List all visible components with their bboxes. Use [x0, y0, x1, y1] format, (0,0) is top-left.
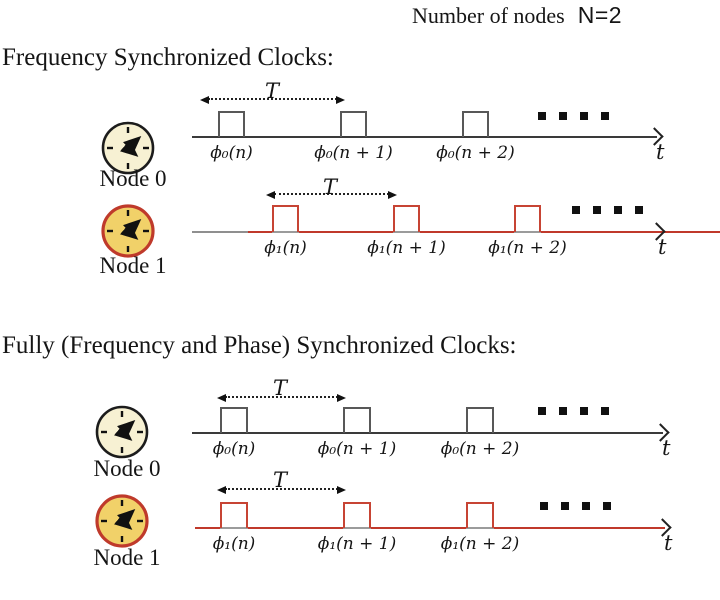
time-axis-line: [192, 432, 663, 434]
clock-icon: [99, 202, 157, 260]
clock-pulse: [340, 111, 367, 137]
continuation-dot: [572, 206, 580, 214]
clock-pulse: [514, 205, 541, 232]
arrowhead-left-icon: [200, 96, 209, 104]
pulse-label: ϕ₀(n): [210, 143, 253, 163]
pulse-label: ϕ₀(n): [212, 439, 256, 459]
continuation-dot: [635, 206, 643, 214]
time-axis-label: t: [664, 531, 673, 555]
clock-pulse: [272, 205, 299, 232]
pulse-base-segment: [343, 527, 371, 529]
pulse-label: ϕ₁(n + 2): [488, 238, 567, 258]
pulse-label: ϕ₁(n): [212, 534, 256, 554]
continuation-dot: [561, 502, 569, 510]
period-arrow-line: [208, 98, 337, 100]
clock-pulse: [393, 205, 420, 232]
node-label: Node 0: [93, 456, 161, 481]
arrowhead-left-icon: [217, 394, 226, 402]
time-axis-line: [192, 136, 657, 138]
axis-lead-segment: [192, 231, 248, 233]
clock-pulse: [220, 502, 248, 528]
continuation-dot: [559, 112, 567, 120]
continuation-dot: [580, 112, 588, 120]
clock-pulse: [466, 502, 494, 528]
pulse-label: ϕ₁(n + 1): [317, 534, 397, 554]
node-count-value: N=2: [577, 2, 623, 28]
node-label: Node 0: [99, 166, 167, 191]
continuation-dot: [601, 407, 609, 415]
period-arrow: [217, 393, 346, 403]
continuation-dot: [580, 407, 588, 415]
clock-icon: [93, 492, 151, 550]
period-label: T: [322, 175, 337, 199]
time-axis-line: [248, 231, 720, 233]
pulse-label: ϕ₁(n + 1): [367, 238, 446, 258]
page-title: Number of nodes N=2: [412, 2, 622, 29]
period-label: T: [264, 79, 279, 103]
continuation-dot: [538, 112, 546, 120]
period-label: T: [272, 376, 287, 400]
clock-pulse: [220, 407, 248, 433]
continuation-dot: [582, 502, 590, 510]
period-label: T: [272, 468, 287, 492]
section-heading-frequency: Frequency Synchronized Clocks:: [2, 44, 334, 71]
continuation-dot: [559, 407, 567, 415]
pulse-label: ϕ₀(n + 1): [317, 439, 397, 459]
clock-pulse: [462, 111, 489, 137]
pulse-label: ϕ₀(n + 2): [440, 439, 520, 459]
arrowhead-right-icon: [336, 96, 345, 104]
node-label: Node 1: [99, 253, 167, 278]
arrowhead-left-icon: [266, 191, 275, 199]
period-arrow: [266, 190, 397, 200]
pulse-label: ϕ₁(n): [264, 238, 307, 258]
clock-pulse: [218, 111, 245, 137]
period-arrow: [217, 485, 346, 495]
pulse-label: ϕ₀(n + 2): [436, 143, 515, 163]
arrowhead-left-icon: [217, 486, 226, 494]
arrowhead-right-icon: [337, 486, 346, 494]
continuation-dot: [538, 407, 546, 415]
clock-pulse: [343, 502, 371, 528]
arrowhead-right-icon: [388, 191, 397, 199]
time-axis-line: [195, 527, 665, 529]
pulse-label: ϕ₁(n + 2): [440, 534, 520, 554]
time-axis-label: t: [658, 235, 667, 259]
continuation-dot: [593, 206, 601, 214]
period-arrow: [200, 95, 345, 105]
time-axis-label: t: [656, 140, 665, 164]
clock-pulse: [343, 407, 371, 433]
title-text: Number of nodes: [412, 3, 565, 28]
time-axis-label: t: [662, 436, 671, 460]
continuation-dot: [540, 502, 548, 510]
period-arrow-line: [274, 193, 389, 195]
clock-icon: [93, 403, 151, 461]
continuation-dot: [601, 112, 609, 120]
pulse-base-segment: [220, 527, 248, 529]
continuation-dot: [614, 206, 622, 214]
continuation-dot: [603, 502, 611, 510]
section-heading-fully: Fully (Frequency and Phase) Synchronized…: [2, 332, 517, 359]
clock-icon: [99, 119, 157, 177]
pulse-label: ϕ₀(n + 1): [314, 143, 393, 163]
pulse-base-segment: [393, 231, 420, 233]
period-arrow-line: [225, 488, 338, 490]
period-arrow-line: [225, 396, 338, 398]
clock-pulse: [466, 407, 494, 433]
pulse-base-segment: [466, 527, 494, 529]
pulse-base-segment: [272, 231, 299, 233]
node-label: Node 1: [93, 545, 161, 570]
arrowhead-right-icon: [337, 394, 346, 402]
pulse-base-segment: [514, 231, 541, 233]
